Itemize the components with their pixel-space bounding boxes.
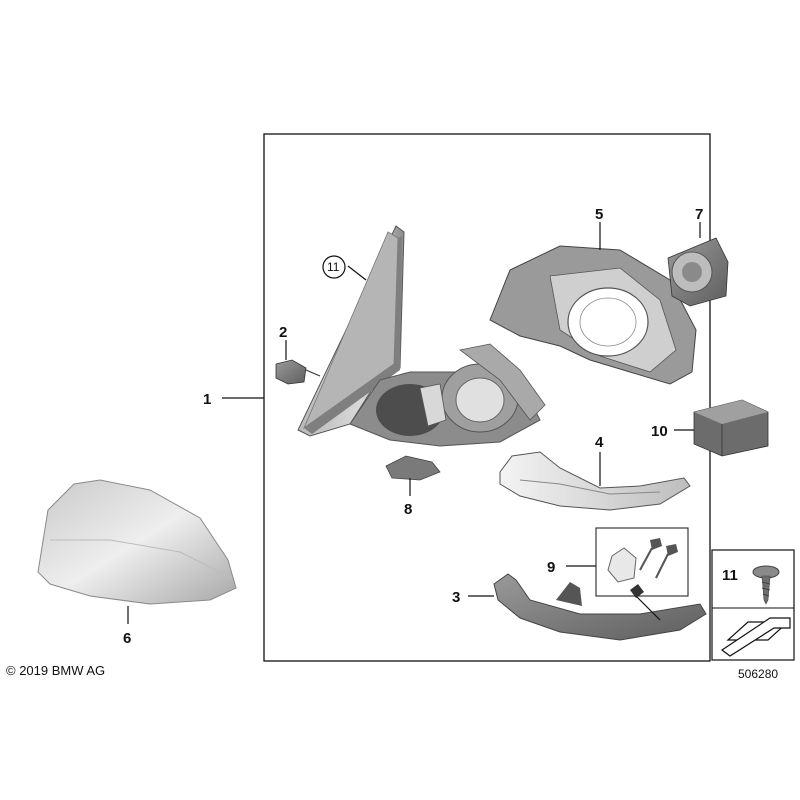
part-2-connector — [275, 359, 321, 385]
mirror-assembly — [297, 225, 546, 447]
callout-11-circle — [322, 255, 346, 279]
part-10-box — [693, 399, 769, 457]
screw-icon — [752, 565, 780, 605]
callout-10: 10 — [651, 423, 668, 440]
part-5-housing — [489, 245, 697, 385]
callout-7: 7 — [695, 206, 703, 223]
callout-11-circled: 11 — [327, 260, 340, 274]
copyright-text: © 2019 BMW AG — [6, 663, 105, 678]
callout-4: 4 — [595, 434, 604, 451]
callout-5: 5 — [595, 206, 603, 223]
legend-callout-11: 11 — [722, 567, 738, 584]
callout-1: 1 — [203, 391, 211, 408]
diagram-id-text: 506280 — [738, 667, 778, 681]
part-9-clips — [595, 527, 689, 597]
callout-2: 2 — [279, 324, 287, 341]
leader-9-to-trim — [635, 595, 661, 621]
part-3-lower-trim — [493, 573, 707, 641]
callout-9: 9 — [547, 559, 555, 576]
part-7-motor — [667, 237, 729, 307]
legend-box-11: 11 — [711, 549, 795, 661]
part-4-turn-signal — [499, 451, 691, 511]
part-8-cover — [385, 455, 441, 481]
callout-8: 8 — [404, 501, 412, 518]
callout-6: 6 — [123, 630, 131, 647]
callout-3: 3 — [452, 589, 460, 606]
part-6-cap — [37, 479, 237, 605]
arrow-symbol-icon — [720, 617, 791, 657]
leader-11 — [347, 265, 367, 281]
